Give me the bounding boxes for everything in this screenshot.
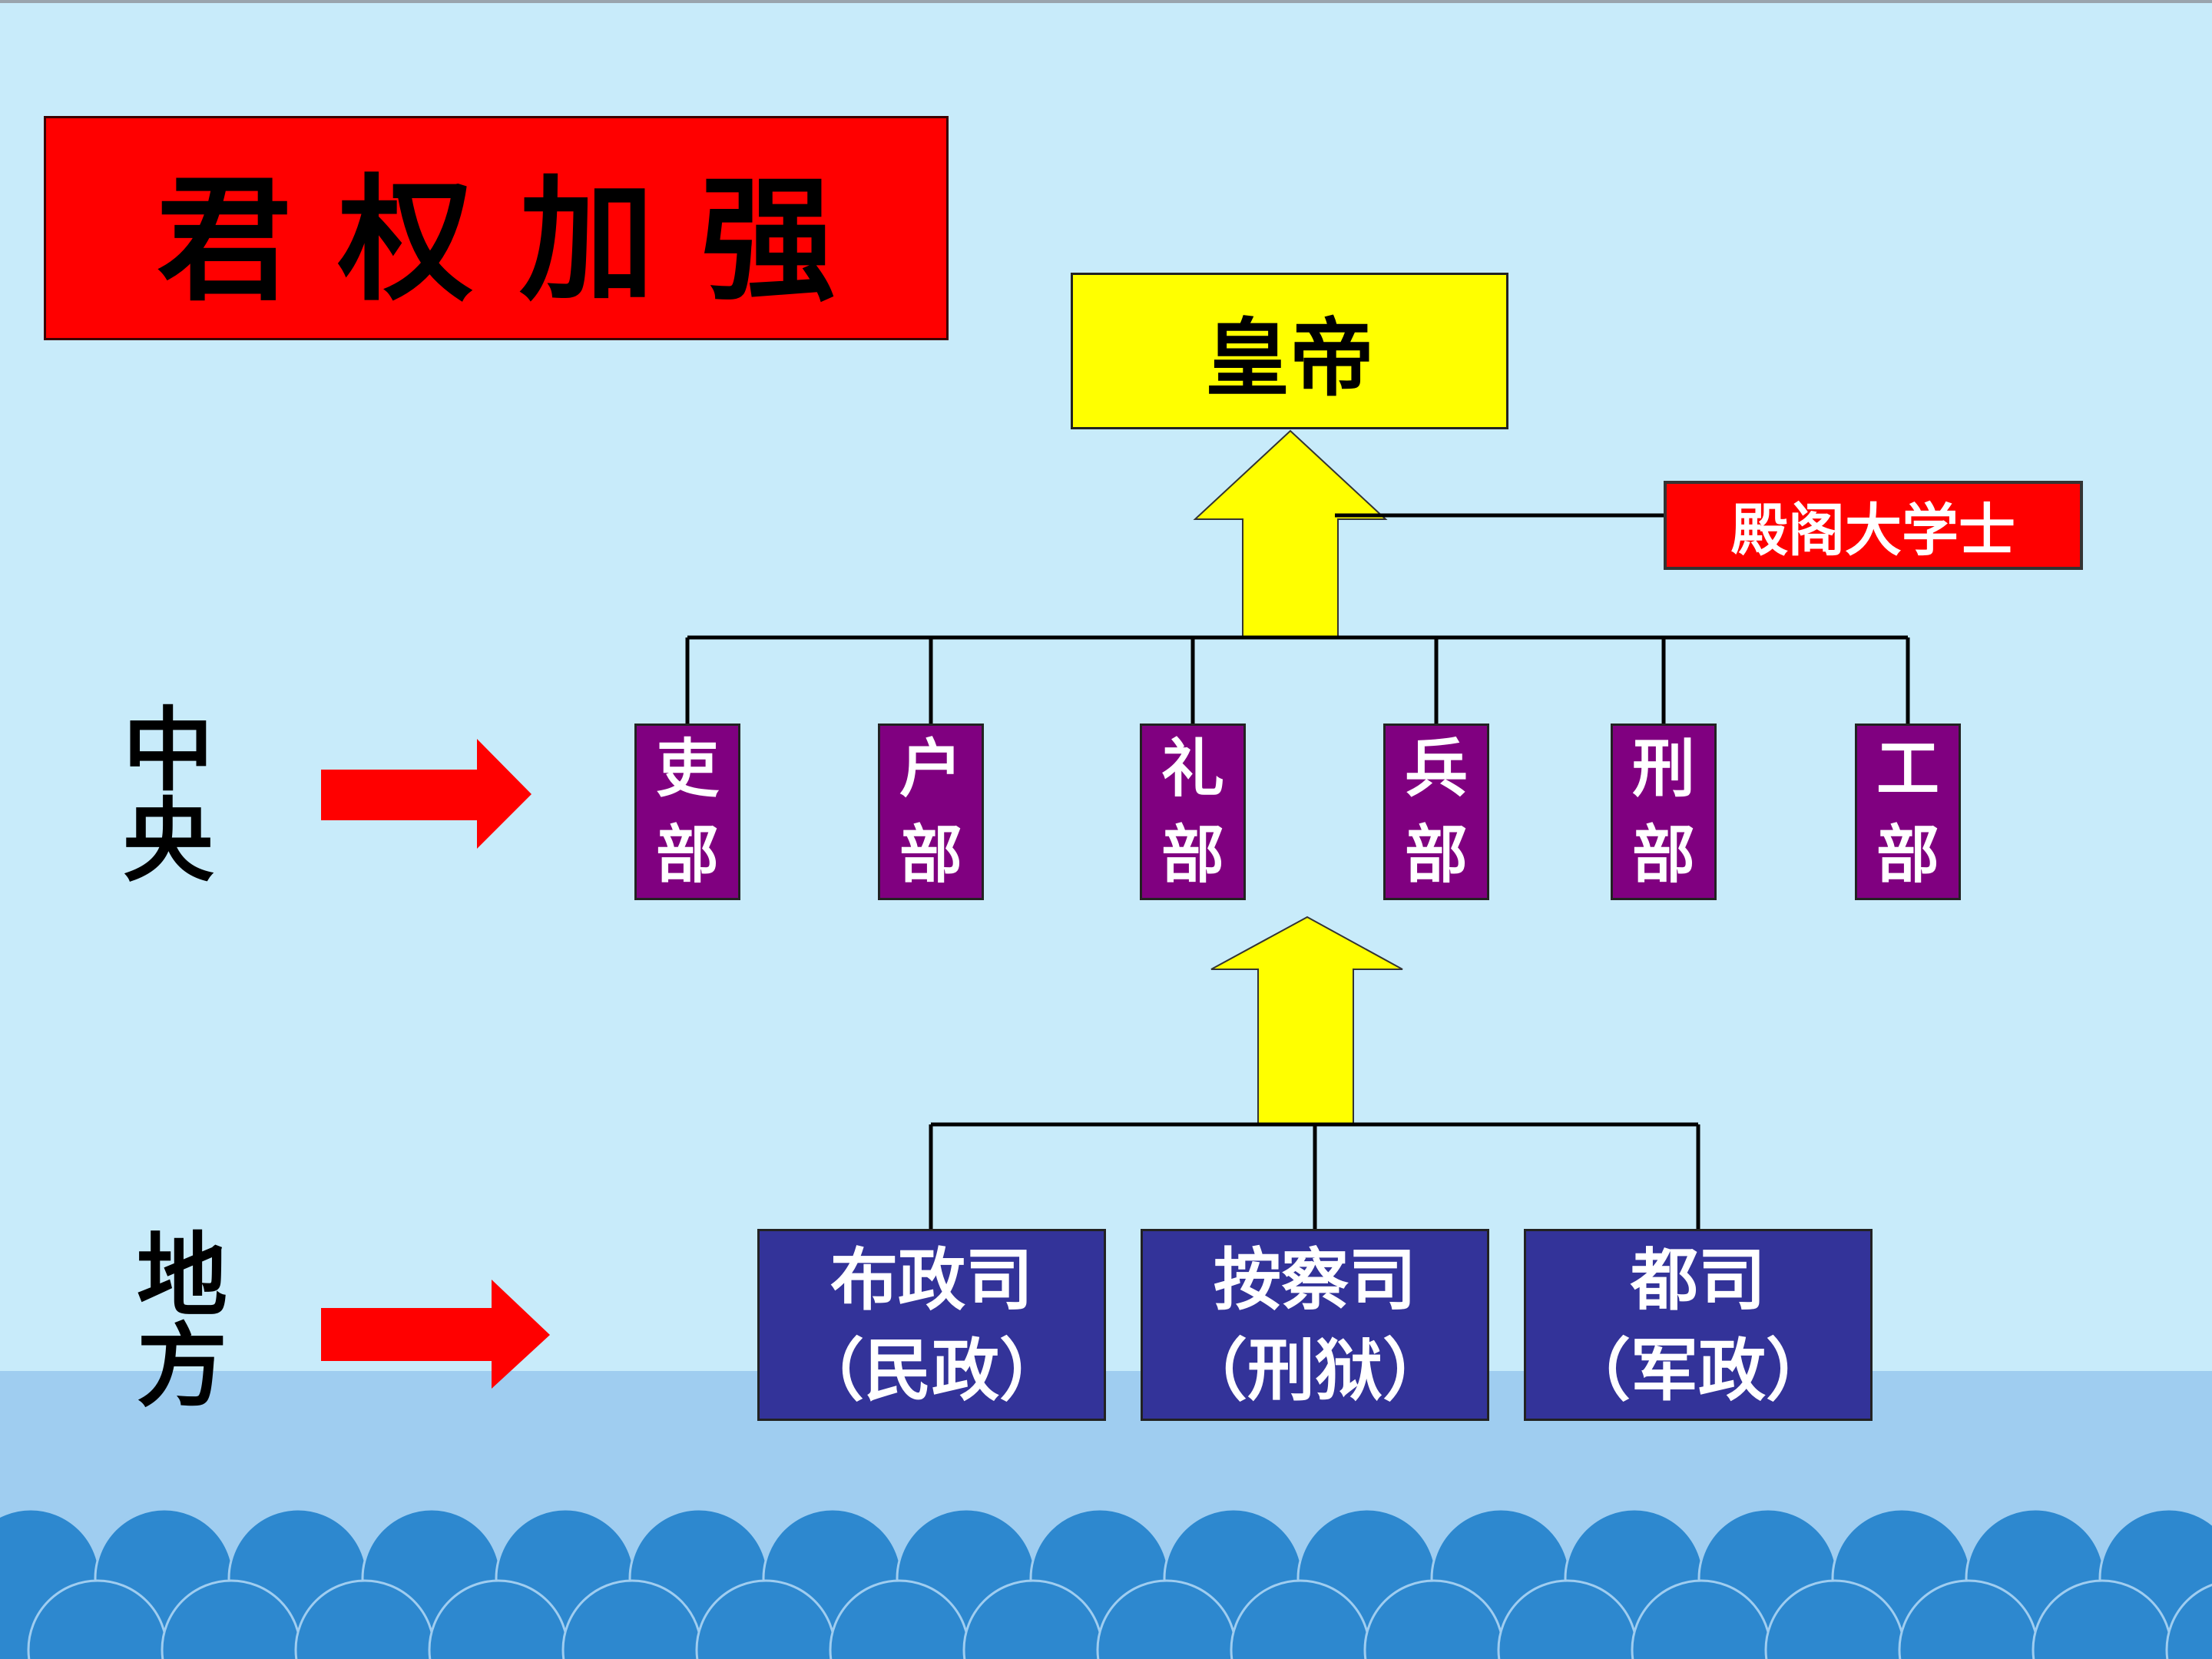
ministry-box-personnel: 吏 部 <box>634 724 740 900</box>
title-banner: 君权加强 <box>44 116 949 340</box>
central-level-label: 中 央 <box>123 705 214 886</box>
emperor-box: 皇帝 <box>1071 273 1508 429</box>
ministry-box-works: 工 部 <box>1855 724 1961 900</box>
top-edge-line <box>0 0 2212 3</box>
grand-secretary-box: 殿阁大学士 <box>1664 481 2083 570</box>
local-char-1: 地 <box>137 1223 228 1329</box>
local-office-name: 都司 <box>1630 1240 1766 1320</box>
local-level-label: 地 方 <box>137 1230 227 1412</box>
local-connectors <box>929 1122 1700 1229</box>
ministry-char: 部 <box>655 818 719 892</box>
local-office-name: 按察司 <box>1213 1240 1416 1320</box>
local-char-2: 方 <box>137 1313 228 1419</box>
ministry-box-war: 兵 部 <box>1383 724 1489 900</box>
grand-secretary-label: 殿阁大学士 <box>1731 497 2015 564</box>
arrow-right-icon <box>321 739 531 849</box>
arrow-up-icon <box>1210 916 1403 1125</box>
local-office-role: （军政） <box>1562 1330 1833 1410</box>
ministry-char: 刑 <box>1631 732 1695 806</box>
ministry-char: 兵 <box>1404 732 1468 806</box>
local-office-name: 布政司 <box>830 1240 1033 1320</box>
local-office-box-administration: 布政司 （民政） <box>757 1229 1106 1421</box>
ministry-char: 部 <box>899 818 962 892</box>
ministry-connectors <box>685 635 1910 724</box>
ministry-char: 礼 <box>1161 732 1224 806</box>
central-char-1: 中 <box>123 697 214 803</box>
ministry-box-revenue: 户 部 <box>878 724 984 900</box>
local-office-role: （刑狱） <box>1179 1330 1450 1410</box>
wave-scallop <box>2165 1583 2212 1659</box>
ministry-char: 户 <box>899 732 962 806</box>
arrow-right-icon <box>321 1280 550 1389</box>
title: 君权加强 <box>156 161 882 320</box>
ministry-char: 工 <box>1876 732 1939 806</box>
ministry-char: 部 <box>1631 818 1695 892</box>
ministry-box-rites: 礼 部 <box>1140 724 1246 900</box>
ministry-char: 部 <box>1161 818 1224 892</box>
ministry-box-justice: 刑 部 <box>1611 724 1717 900</box>
arrow-up-icon <box>1193 429 1388 638</box>
waves-decoration <box>0 1508 2212 1659</box>
local-office-box-military: 都司 （军政） <box>1524 1229 1873 1421</box>
ministry-char: 部 <box>1404 818 1468 892</box>
central-char-2: 央 <box>123 788 214 894</box>
ministry-char: 吏 <box>655 732 719 806</box>
ministry-char: 部 <box>1876 818 1939 892</box>
local-office-box-judicial: 按察司 （刑狱） <box>1141 1229 1489 1421</box>
emperor-label: 皇帝 <box>1205 309 1374 408</box>
local-office-role: （民政） <box>796 1330 1067 1410</box>
